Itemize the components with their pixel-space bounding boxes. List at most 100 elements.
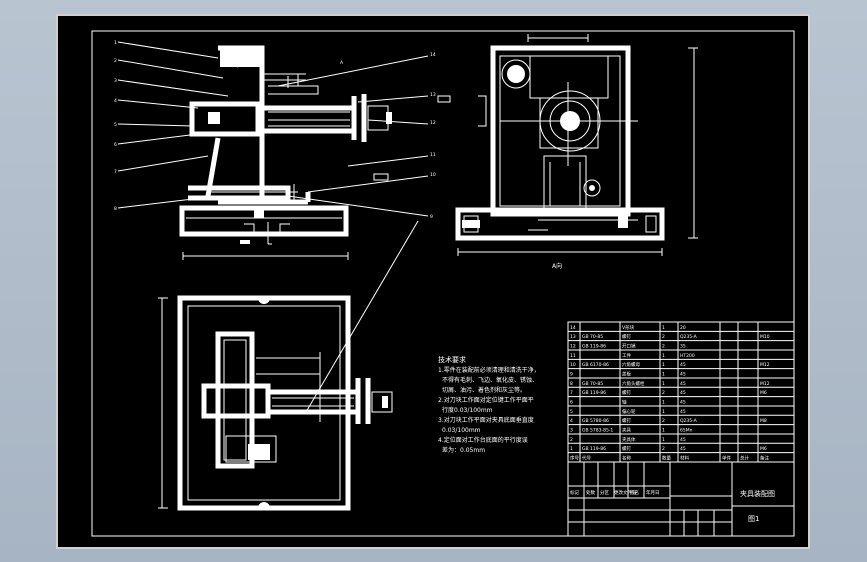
balloon: 11 [430, 152, 436, 158]
bom-cell: 1 [662, 381, 665, 387]
bom-header-cell: 备注 [760, 454, 769, 461]
bom-cell: 1 [662, 437, 665, 443]
balloon: 2 [114, 58, 117, 64]
tech-note-line: 行度0.03/100mm [442, 406, 493, 414]
bom-header-cell: 数量 [662, 454, 671, 461]
drawing-canvas[interactable]: 技术要求 1.零件在装配前必须清理和清洗干净， 不得有毛刺、飞边、氧化皮、锈蚀、… [56, 14, 810, 549]
bom-cell: 5 [570, 409, 573, 415]
bom-cell: 65Mn [680, 427, 693, 433]
bom-cell: M12 [760, 381, 770, 387]
bom-cell: 45 [680, 390, 686, 396]
bom-header-cell: 序号 [570, 454, 579, 461]
balloon: 10 [430, 172, 436, 178]
bom-cell: 3 [570, 427, 573, 433]
bom-cell: GB 5783-85-1 [582, 427, 613, 433]
bom-cell: 2 [570, 437, 573, 443]
balloon: 12 [430, 120, 436, 126]
bom-cell: 1 [662, 325, 665, 331]
bom-cell: 14 [570, 325, 576, 331]
tech-note-line: 1.零件在装配前必须清理和清洗干净， [438, 366, 540, 374]
bom-header-cell: 材料 [680, 454, 689, 461]
bom-cell: 夹具体 [622, 436, 636, 443]
balloon: 13 [430, 92, 436, 98]
bom-cell: 1 [570, 446, 573, 452]
drawing-number: 图1 [748, 515, 759, 523]
balloon: 5 [114, 122, 117, 128]
title-block-title: 夹具装配图 [740, 489, 775, 498]
tech-note-line: 不得有毛刺、飞边、氧化皮、锈蚀、 [442, 376, 538, 384]
part-balloons-right: 14 13 12 11 10 9 [430, 52, 436, 220]
bom-cell: 2 [662, 418, 665, 424]
bom-cell: 轴 [622, 398, 627, 405]
bom-cell: 4 [570, 418, 573, 424]
bom-header-cell: 名称 [622, 454, 631, 461]
bom-cell: Q235-A [680, 334, 698, 340]
tech-note-line: 0.03/100mm [442, 427, 481, 434]
tb-label: 分区 [600, 489, 609, 496]
bom-cell: 11 [570, 353, 576, 359]
bom-cell: Q235-A [680, 418, 698, 424]
bom-cell: HT200 [680, 353, 695, 359]
bom-cell: M8 [760, 418, 767, 424]
bom-cell: 45 [680, 409, 686, 415]
balloon: 7 [114, 169, 117, 175]
tb-label: 签名 [630, 489, 639, 496]
bom-cell: 1 [662, 353, 665, 359]
bom-cell: 螺钉 [622, 389, 631, 396]
bom-cell: 45 [680, 371, 686, 377]
tb-label: 处数 [586, 489, 595, 496]
tech-note-line: 4.定位面对工作台底面的平行度误 [438, 436, 528, 444]
bom-cell: 螺钉 [622, 333, 631, 340]
tech-note-line: 切屑、油污、着色剂和灰尘等。 [442, 386, 526, 394]
bom-cell: GB 5780-86 [582, 418, 609, 424]
balloon: 6 [114, 142, 117, 148]
balloon: 1 [114, 40, 117, 46]
bom-cell: GB 6170-86 [582, 362, 609, 368]
tech-notes-title: 技术要求 [438, 355, 466, 364]
bom-cell: 6 [570, 399, 573, 405]
bom-cell: GB 70-85 [582, 381, 603, 387]
bom-header-cell: 代号 [582, 454, 591, 461]
bom-cell: M6 [760, 390, 767, 396]
bom-cell: 六角螺母 [622, 361, 640, 368]
balloon: 4 [114, 98, 117, 104]
bom-cell: GB 119-86 [582, 343, 606, 349]
front-view [117, 41, 451, 260]
bom-cell: 2 [662, 446, 665, 452]
side-view-a [455, 34, 698, 256]
bom-cell: M10 [760, 334, 770, 340]
bom-cell: GB 119-86 [582, 390, 606, 396]
bom-cell: 45 [680, 399, 686, 405]
bom-cell: 螺钉 [622, 417, 631, 424]
bom-cell: 7 [570, 390, 573, 396]
top-view [158, 220, 419, 511]
bom-cell: 工件 [622, 352, 631, 359]
bom-header-cell: 单件 [722, 454, 731, 461]
bom-cell: 2 [662, 390, 665, 396]
technical-requirements: 技术要求 1.零件在装配前必须清理和清洗干净， 不得有毛刺、飞边、氧化皮、锈蚀、… [438, 355, 540, 454]
bom-cell: 开口销 [622, 342, 636, 349]
bom-cell: 1 [662, 399, 665, 405]
bom-cell: 螺钉 [622, 445, 631, 452]
bom-cell: 1 [662, 362, 665, 368]
bom-cell: 45 [680, 362, 686, 368]
bom-cell: 1 [662, 409, 665, 415]
bom-cell: 10 [570, 362, 576, 368]
title-block: 夹具装配图 图1 标记 处数 分区 更改文件号 签名 年月日 [567, 461, 795, 537]
bom-cell: 2 [662, 343, 665, 349]
bom-cell: 1 [662, 427, 665, 433]
tb-label: 年月日 [646, 489, 660, 496]
bom-cell: M12 [760, 362, 770, 368]
drawing-border [91, 30, 795, 537]
bom-cell: 12 [570, 343, 576, 349]
balloon: 8 [114, 206, 117, 212]
tech-note-line: 3.对刀块工作平面对夹具底面垂直度 [438, 416, 534, 424]
tb-label: 标记 [570, 489, 579, 496]
balloon: 9 [430, 214, 433, 220]
bom-cell: 13 [570, 334, 576, 340]
balloon: 3 [114, 78, 117, 84]
bom-cell: 45 [680, 446, 686, 452]
arrow-a-label: A [340, 60, 344, 66]
